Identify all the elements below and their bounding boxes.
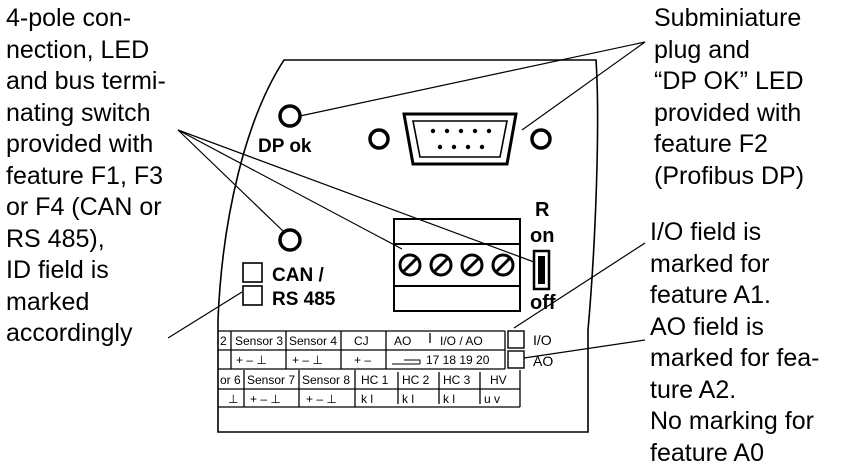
row1-header-2: 2 xyxy=(220,334,227,348)
id-field-rs485 xyxy=(242,285,263,306)
screw-left xyxy=(368,128,390,150)
callout-left: 4-pole con- nection, LED and bus termi- … xyxy=(6,4,166,347)
row2-header-hv: HV xyxy=(490,373,507,387)
switch-off-label: off xyxy=(530,292,556,314)
bus-termination-switch xyxy=(532,249,551,291)
screw-right xyxy=(530,128,552,150)
row2-header-sensor8: Sensor 8 xyxy=(302,373,350,387)
row1-signs-sensor4: + – ⊥ xyxy=(292,353,323,367)
rs485-label: RS 485 xyxy=(272,289,336,310)
can-label: CAN / xyxy=(272,265,324,286)
leader-lines xyxy=(167,41,646,359)
row2-signs-sensor8: + – ⊥ xyxy=(306,392,337,406)
row2-hv: u v xyxy=(484,392,500,406)
row2-sub-first: ⊥ xyxy=(228,392,238,406)
row2-header-hc2: HC 2 xyxy=(402,373,430,387)
dp-ok-label: DP ok xyxy=(258,136,312,157)
dsub-plug xyxy=(402,112,518,166)
ao-label: AO xyxy=(533,353,553,369)
row1-header-ao: AO xyxy=(394,334,411,348)
row2-header-sensor7: Sensor 7 xyxy=(247,373,295,387)
row2-hc3: k l xyxy=(443,392,455,406)
row1-header-io-ao: I/O / AO xyxy=(440,334,483,348)
terminal-row-1 xyxy=(218,330,506,370)
four-pole-connector xyxy=(393,218,521,312)
callout-io-ao-field: I/O field is marked for feature A1. AO f… xyxy=(650,218,820,467)
row2-hc2: k l xyxy=(402,392,414,406)
row1-io-numbers: 17 18 19 20 xyxy=(426,353,490,367)
row1-header-sensor3: Sensor 3 xyxy=(235,334,283,348)
id-field-can xyxy=(242,262,263,283)
ao-field-marking xyxy=(507,350,525,369)
io-field-marking xyxy=(507,330,525,349)
row1-header-cj: CJ xyxy=(354,334,369,348)
io-label: I/O xyxy=(533,332,552,348)
dp-ok-led xyxy=(278,104,302,128)
row2-header-hc1: HC 1 xyxy=(361,373,389,387)
row1-signs-sensor3: + – ⊥ xyxy=(236,353,267,367)
housing-outline xyxy=(217,59,599,433)
row2-hc1: k l xyxy=(361,392,373,406)
row1-header-sensor4: Sensor 4 xyxy=(289,334,337,348)
can-led xyxy=(278,228,302,252)
switch-r-label: R xyxy=(535,199,550,221)
switch-on-label: on xyxy=(530,225,554,247)
row2-header-hc3: HC 3 xyxy=(443,373,471,387)
row2-signs-sensor7: + – ⊥ xyxy=(250,392,281,406)
terminal-row-2 xyxy=(218,370,521,408)
row2-header-or6: or 6 xyxy=(220,373,241,387)
callout-dp-plug: Subminiature plug and “DP OK” LED provid… xyxy=(654,4,805,190)
row1-signs-cj: + – xyxy=(354,353,371,367)
